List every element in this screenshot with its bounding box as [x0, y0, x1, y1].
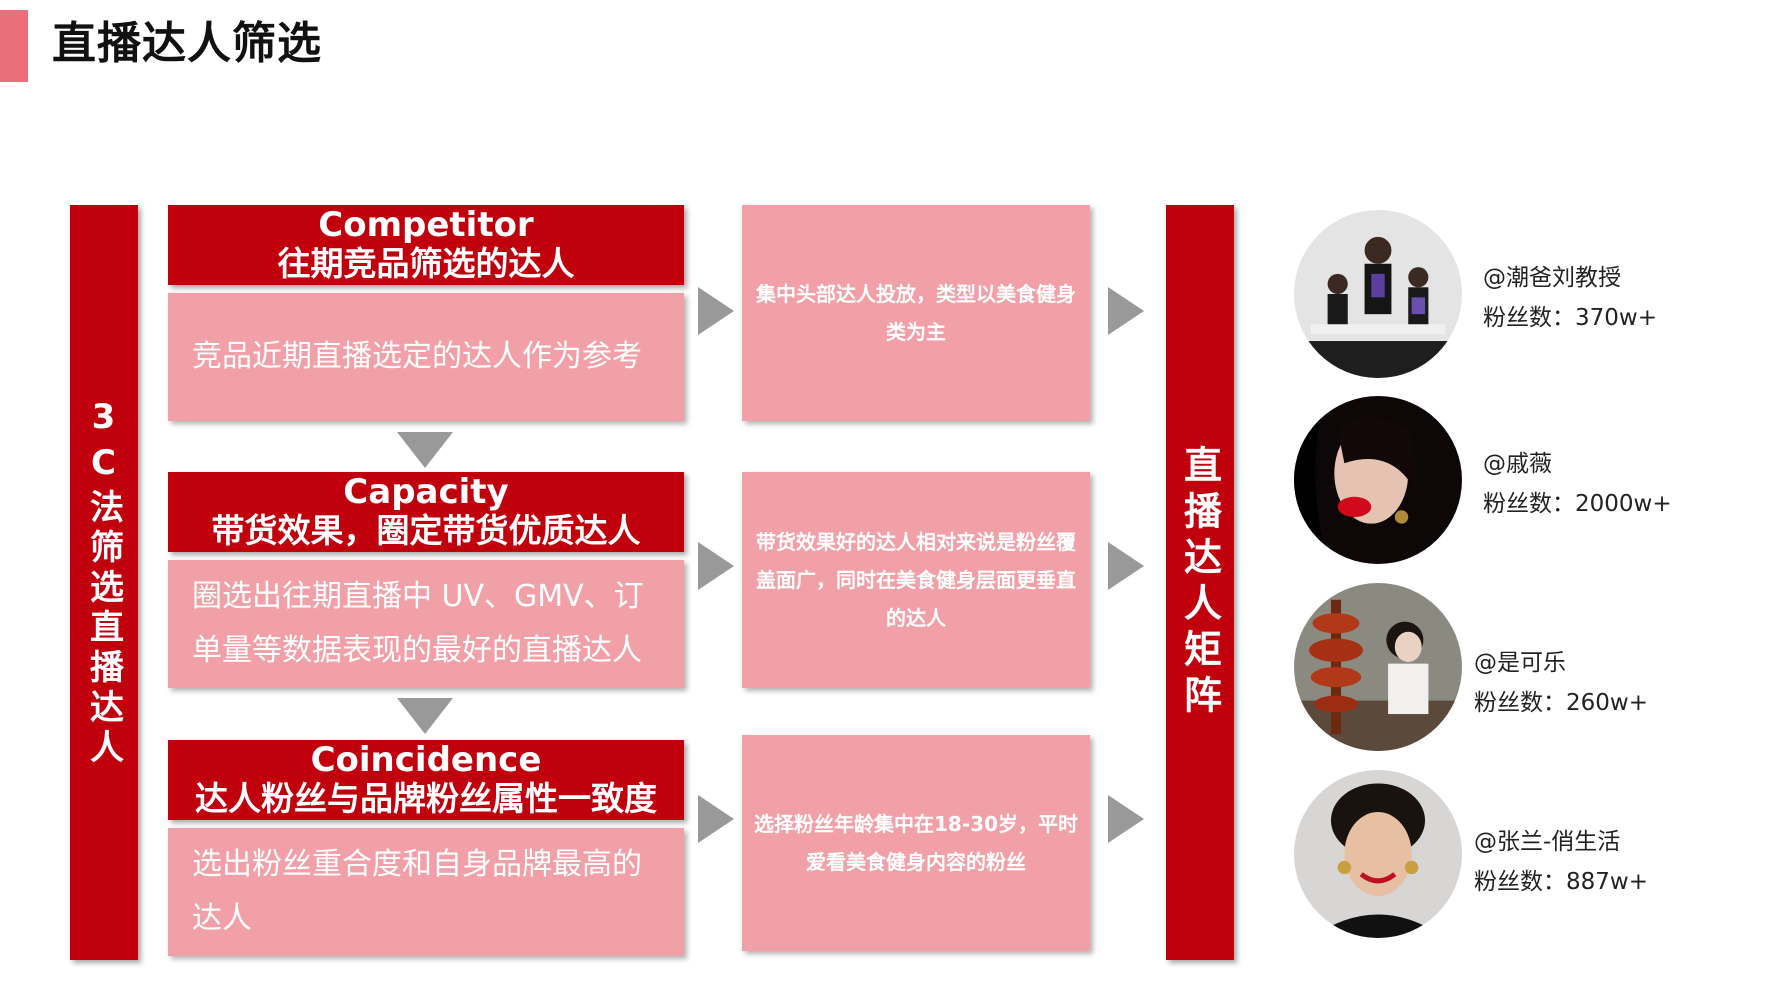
right-arrow-icon [1108, 795, 1144, 843]
criterion-header-coincidence: Coincidence 达人粉丝与品牌粉丝属性一致度 [168, 740, 684, 820]
result-box-capacity: 带货效果好的达人相对来说是粉丝覆盖面广，同时在美食健身层面更垂直的达人 [742, 472, 1090, 688]
right-banner-kol-matrix: 直播达人矩阵 [1166, 205, 1234, 960]
title-accent-bar [0, 10, 28, 82]
criterion-title-en: Competitor [318, 205, 534, 245]
kol-fans: 粉丝数：370w+ [1483, 305, 1657, 331]
result-text: 选择粉丝年龄集中在18-30岁，平时爱看美食健身内容的粉丝 [754, 812, 1078, 874]
criterion-title-en: Capacity [343, 472, 509, 512]
down-arrow-icon [397, 698, 453, 734]
left-banner-text: 3C法筛选直播达人 [83, 396, 124, 769]
kol-name: @张兰-俏生活 [1474, 829, 1621, 855]
kol-avatar [1294, 770, 1462, 938]
right-arrow-icon [698, 795, 734, 843]
left-banner-3c-method: 3C法筛选直播达人 [70, 205, 138, 960]
criterion-desc-text: 圈选出往期直播中 UV、GMV、订单量等数据表现的最好的直播达人 [192, 579, 644, 668]
criterion-desc-text: 选出粉丝重合度和自身品牌最高的达人 [192, 847, 642, 936]
down-arrow-icon [397, 432, 453, 468]
criterion-title-cn: 带货效果，圈定带货优质达人 [211, 511, 641, 550]
criterion-title-en: Coincidence [310, 740, 542, 780]
right-arrow-icon [1108, 287, 1144, 335]
kol-name: @是可乐 [1474, 650, 1566, 676]
kol-avatar [1294, 396, 1462, 564]
result-text: 带货效果好的达人相对来说是粉丝覆盖面广，同时在美食健身层面更垂直的达人 [756, 530, 1076, 630]
criterion-header-capacity: Capacity 带货效果，圈定带货优质达人 [168, 472, 684, 552]
result-box-coincidence: 选择粉丝年龄集中在18-30岁，平时爱看美食健身内容的粉丝 [742, 735, 1090, 951]
kol-photo-portrait-icon [1294, 396, 1462, 564]
result-text: 集中头部达人投放，类型以美食健身类为主 [756, 282, 1076, 344]
kol-photo-portrait-icon [1294, 770, 1462, 938]
right-banner-text: 直播达人矩阵 [1177, 444, 1222, 721]
kol-photo-food-icon [1294, 583, 1462, 751]
kol-name: @戚薇 [1483, 451, 1552, 477]
kol-fans: 粉丝数：260w+ [1474, 690, 1648, 716]
criterion-title-cn: 达人粉丝与品牌粉丝属性一致度 [195, 779, 657, 818]
kol-fans: 粉丝数：887w+ [1474, 869, 1648, 895]
kol-avatar [1294, 210, 1462, 378]
criterion-header-competitor: Competitor 往期竞品筛选的达人 [168, 205, 684, 285]
right-arrow-icon [698, 542, 734, 590]
criterion-desc-box: 竞品近期直播选定的达人作为参考 [168, 293, 684, 421]
kol-name: @潮爸刘教授 [1483, 265, 1621, 291]
criterion-desc-box: 圈选出往期直播中 UV、GMV、订单量等数据表现的最好的直播达人 [168, 560, 684, 688]
criterion-title-cn: 往期竞品筛选的达人 [277, 244, 575, 283]
criterion-desc-text: 竞品近期直播选定的达人作为参考 [192, 339, 642, 374]
result-box-competitor: 集中头部达人投放，类型以美食健身类为主 [742, 205, 1090, 421]
criterion-desc-box: 选出粉丝重合度和自身品牌最高的达人 [168, 828, 684, 956]
right-arrow-icon [698, 287, 734, 335]
kol-fans: 粉丝数：2000w+ [1483, 491, 1672, 517]
right-arrow-icon [1108, 542, 1144, 590]
kol-avatar [1294, 583, 1462, 751]
kol-photo-group-icon [1294, 210, 1462, 378]
page-title: 直播达人筛选 [52, 18, 322, 69]
